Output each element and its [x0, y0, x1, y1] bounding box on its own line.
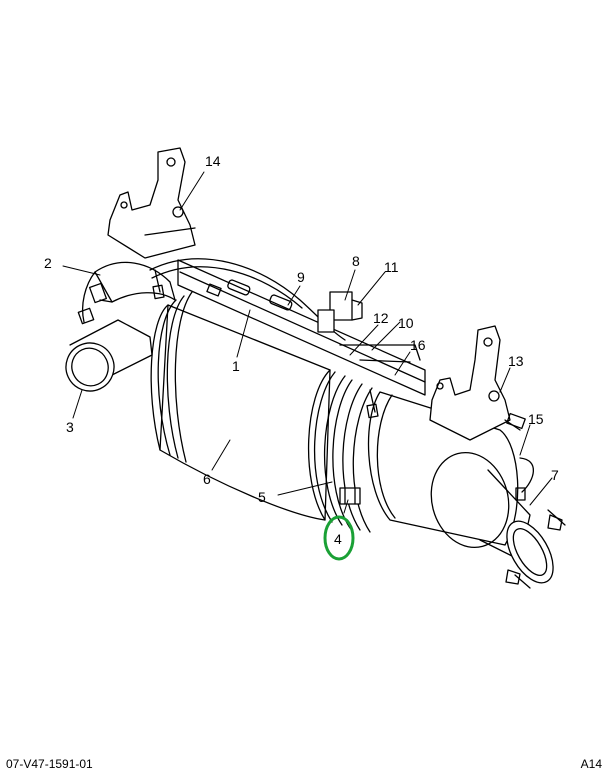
callout-4-highlight-ring	[323, 515, 355, 561]
drawing-number: 07-V47-1591-01	[6, 757, 93, 771]
callout-labels: 14 2 3 1 6 5 4 7 8 9 11 12 10 16 13 15	[44, 153, 559, 547]
callout-14: 14	[205, 153, 221, 169]
sensor-module	[317, 291, 363, 333]
callout-15: 15	[528, 411, 544, 427]
callout-4: 4	[334, 531, 342, 547]
callout-12: 12	[373, 310, 389, 326]
callout-16: 16	[410, 337, 426, 353]
inlet-pipe	[65, 319, 153, 392]
sensor-probes	[152, 269, 535, 501]
sheet-number: A14	[580, 757, 602, 771]
outlet-pipe	[479, 469, 566, 589]
callout-11: 11	[384, 259, 399, 275]
callout-5: 5	[258, 489, 266, 505]
leader-lines	[62, 171, 553, 514]
callout-3: 3	[66, 419, 74, 435]
clamp-band-rings	[313, 371, 373, 533]
callout-10: 10	[398, 315, 414, 331]
callout-2: 2	[44, 255, 52, 271]
callout-7: 7	[551, 467, 559, 483]
v-band-clamp	[339, 487, 361, 505]
callout-13: 13	[508, 353, 524, 369]
upper-mount-bracket	[107, 147, 196, 259]
dpf-main-body	[150, 291, 331, 521]
callout-9: 9	[297, 269, 305, 285]
callout-6: 6	[203, 471, 211, 487]
outlet-mount-bracket	[429, 325, 511, 441]
callout-8: 8	[352, 253, 360, 269]
callout-1: 1	[232, 358, 240, 374]
